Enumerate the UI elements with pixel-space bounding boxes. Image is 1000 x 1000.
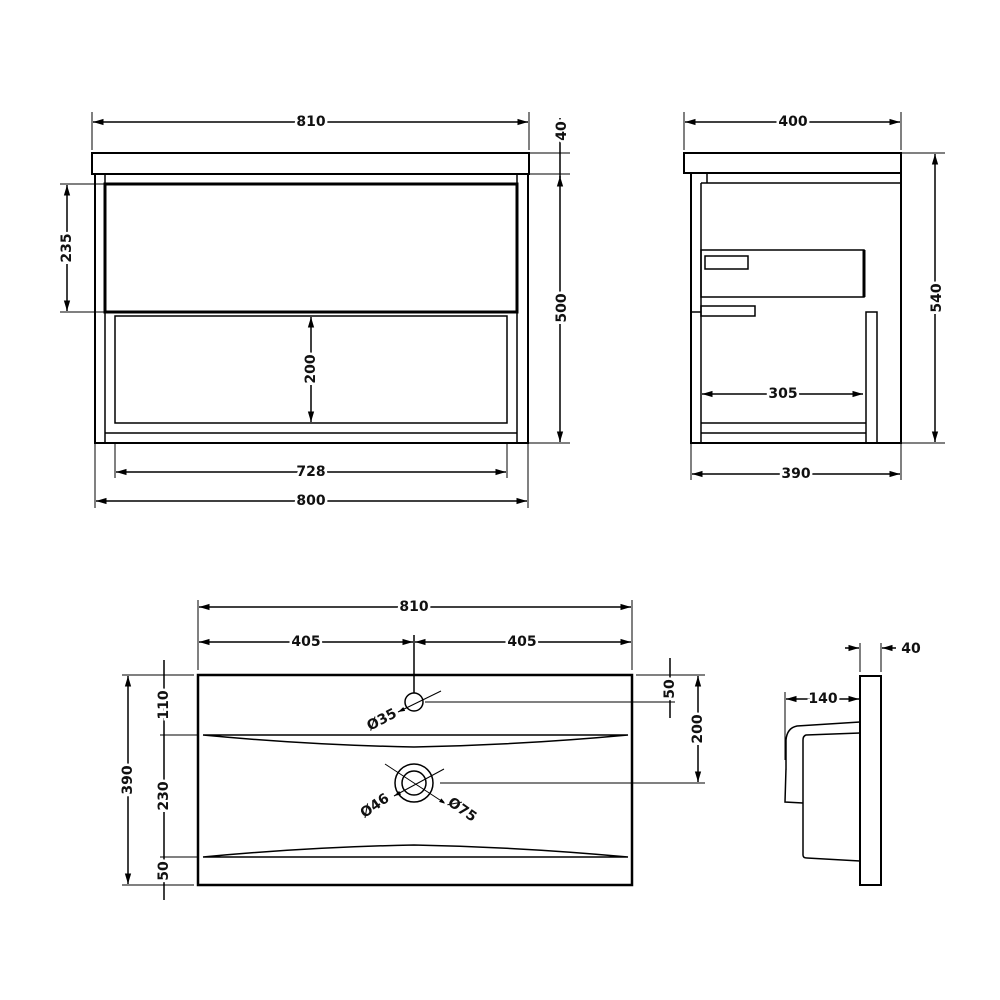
bowl-outer-profile	[784, 721, 861, 804]
dim-side-390: 390	[781, 466, 810, 482]
open-shelf	[114, 315, 508, 424]
dim-basin-230: 230	[156, 781, 172, 810]
dim-front-40: 40	[554, 121, 570, 141]
bowl-back-edge	[202, 734, 629, 748]
dim-side-305: 305	[768, 386, 797, 402]
dim-front-235: 235	[59, 233, 75, 262]
dim-basin-405-left: 405	[291, 634, 320, 650]
dim-front-800: 800	[296, 493, 325, 509]
dim-front-728: 728	[296, 464, 325, 480]
basin-plan-view: Ø35 Ø46 Ø75 810 405 405 390 110 230 50 5…	[118, 597, 709, 900]
dim-front-200: 200	[303, 354, 319, 383]
dim-slab-40: 40	[901, 641, 921, 657]
dim-front-810: 810	[296, 114, 325, 130]
waste-outer	[394, 763, 434, 803]
dim-basin-810: 810	[399, 599, 428, 615]
dim-waste-from-back: 200	[690, 714, 706, 743]
dim-side-400: 400	[778, 114, 807, 130]
drawer-front	[103, 182, 519, 314]
dim-basin-390: 390	[120, 765, 136, 794]
basin-side-view: 140 40	[784, 641, 921, 886]
dim-bowl-projection: 140	[808, 691, 837, 707]
dim-basin-405-right: 405	[507, 634, 536, 650]
countertop-side	[683, 152, 902, 174]
countertop	[91, 152, 530, 175]
side-view: 400 540 305 390	[683, 112, 948, 485]
bowl-inner-profile	[802, 732, 861, 862]
dim-basin-110: 110	[156, 690, 172, 719]
dim-tap-from-back: 50	[662, 679, 678, 699]
bowl-front-edge	[202, 844, 629, 858]
drawer-handle	[704, 255, 749, 270]
basin-outline	[196, 673, 634, 887]
waste-inner	[401, 770, 427, 796]
cabinet-side	[690, 172, 902, 444]
dim-front-500: 500	[554, 293, 570, 322]
front-view: 810 40 235 500 200 728 800	[57, 112, 573, 512]
basin-slab-side	[859, 675, 882, 886]
dim-basin-50-front: 50	[156, 861, 172, 881]
dim-side-540: 540	[929, 283, 945, 312]
